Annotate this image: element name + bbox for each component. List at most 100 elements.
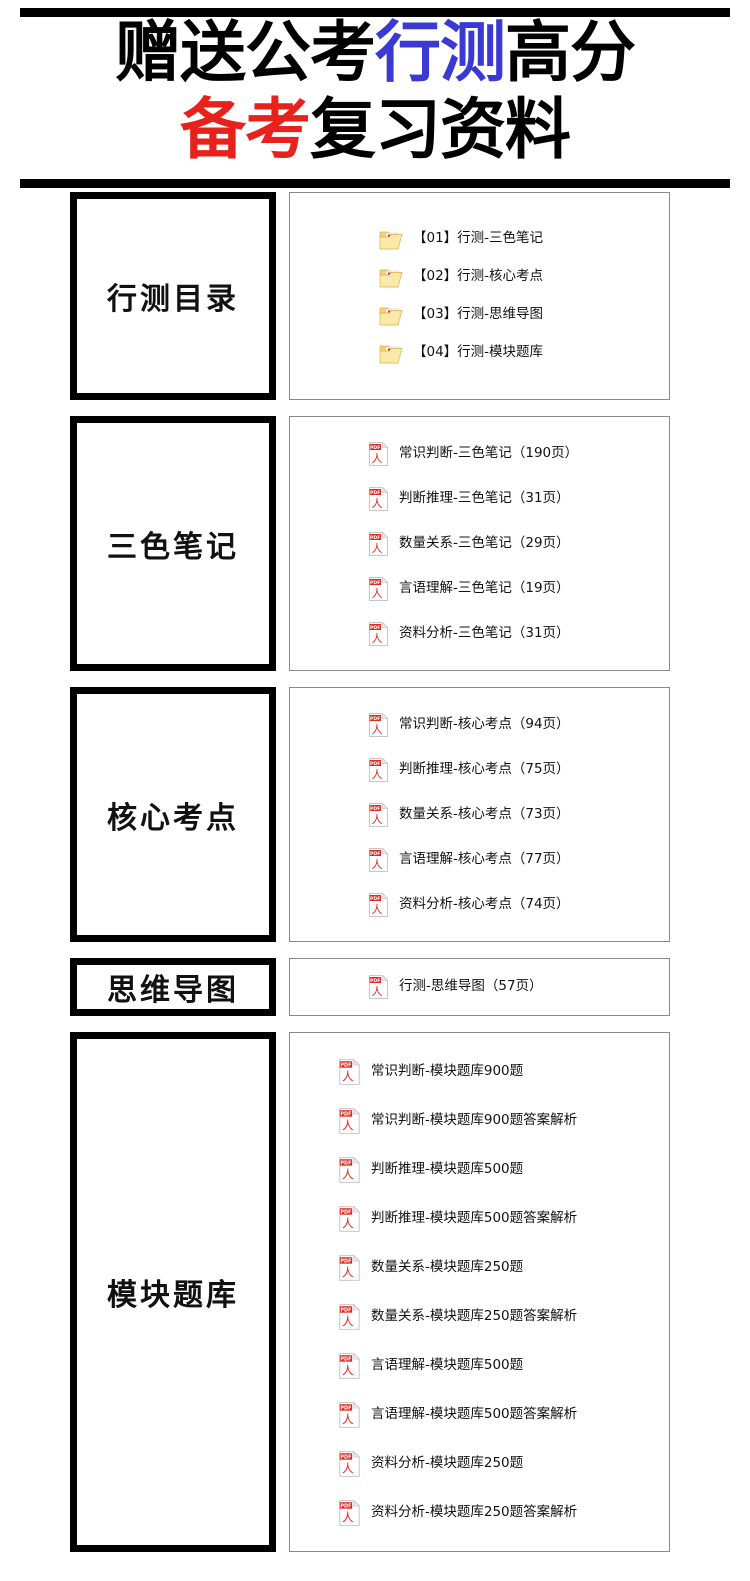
svg-text:PDF: PDF: [340, 1503, 351, 1509]
svg-text:PDF: PDF: [340, 1160, 351, 1166]
list-item-label: 【03】行测-思维导图: [413, 306, 544, 323]
promo-title-seg-5: 复习资料: [310, 91, 571, 168]
svg-text:PDF: PDF: [340, 1209, 351, 1215]
section-label-box-core-points: 核心考点: [70, 687, 276, 942]
list-item[interactable]: PDF 人 言语理解-模块题库500题: [290, 1341, 669, 1390]
section-label-core-points: 核心考点: [107, 800, 239, 836]
svg-text:人: 人: [372, 985, 383, 998]
section-label-box-three-color-notes: 三色笔记: [70, 416, 276, 671]
svg-text:人: 人: [342, 1265, 354, 1279]
folder-pdf-icon: 人: [378, 226, 404, 252]
svg-text:人: 人: [372, 497, 383, 510]
svg-text:人: 人: [342, 1461, 354, 1475]
folder-pdf-icon: 人: [378, 264, 404, 290]
list-item[interactable]: PDF 人 资料分析-模块题库250题答案解析: [290, 1488, 669, 1537]
list-item-label: 数量关系-模块题库250题答案解析: [371, 1307, 578, 1324]
list-item[interactable]: PDF 人 常识判断-模块题库900题: [290, 1047, 669, 1096]
svg-text:人: 人: [342, 1167, 354, 1181]
list-item[interactable]: PDF 人 资料分析-三色笔记（31页）: [290, 611, 669, 656]
pdf-file-icon: PDF 人: [338, 1205, 362, 1233]
section-question-bank: 模块题库 PDF 人 常识判断-模块题库900题: [0, 1032, 750, 1552]
svg-text:PDF: PDF: [340, 1454, 351, 1460]
svg-text:人: 人: [372, 768, 383, 781]
folder-pdf-icon: 人: [378, 302, 404, 328]
svg-text:PDF: PDF: [340, 1062, 351, 1068]
section-label-box-mind-map: 思维导图: [70, 958, 276, 1016]
pdf-file-icon: PDF 人: [368, 576, 390, 602]
list-item[interactable]: PDF 人 判断推理-模块题库500题答案解析: [290, 1194, 669, 1243]
list-item[interactable]: PDF 人 行测-思维导图（57页）: [290, 970, 669, 1004]
list-item[interactable]: PDF 人 判断推理-核心考点（75页）: [290, 747, 669, 792]
pdf-file-icon: PDF 人: [338, 1401, 362, 1429]
list-item[interactable]: PDF 人 判断推理-三色笔记（31页）: [290, 476, 669, 521]
list-item[interactable]: PDF 人 言语理解-三色笔记（19页）: [290, 566, 669, 611]
list-item-label: 判断推理-三色笔记（31页）: [399, 489, 570, 506]
svg-text:PDF: PDF: [370, 896, 380, 902]
svg-text:PDF: PDF: [370, 761, 380, 767]
list-item[interactable]: 人 【02】行测-核心考点: [290, 258, 669, 296]
pdf-file-icon: PDF 人: [368, 802, 390, 828]
svg-text:PDF: PDF: [370, 716, 380, 722]
svg-text:人: 人: [372, 542, 383, 555]
list-item-label: 常识判断-模块题库900题: [371, 1062, 524, 1079]
pdf-file-icon: PDF 人: [338, 1156, 362, 1184]
list-item-label: 言语理解-模块题库500题答案解析: [371, 1405, 578, 1422]
list-item[interactable]: PDF 人 资料分析-核心考点（74页）: [290, 882, 669, 927]
list-item-label: 判断推理-核心考点（75页）: [399, 760, 570, 777]
folder-pdf-icon: 人: [378, 340, 404, 366]
list-item-label: 常识判断-三色笔记（190页）: [399, 444, 579, 461]
svg-text:人: 人: [342, 1118, 354, 1132]
svg-text:人: 人: [342, 1069, 354, 1083]
section-label-three-color-notes: 三色笔记: [107, 529, 239, 565]
section-three-color-notes: 三色笔记 PDF 人 常识判断-三色笔记（190页）: [0, 416, 750, 671]
list-item[interactable]: PDF 人 数量关系-三色笔记（29页）: [290, 521, 669, 566]
svg-text:人: 人: [372, 452, 383, 465]
svg-text:人: 人: [342, 1216, 354, 1230]
promo-title-line-1: 赠送公考行测高分: [0, 14, 750, 91]
svg-text:人: 人: [372, 632, 383, 645]
svg-text:PDF: PDF: [370, 580, 380, 586]
list-item[interactable]: PDF 人 常识判断-三色笔记（190页）: [290, 431, 669, 476]
list-item[interactable]: 人 【04】行测-模块题库: [290, 334, 669, 372]
list-item[interactable]: PDF 人 资料分析-模块题库250题: [290, 1439, 669, 1488]
list-item[interactable]: 人 【03】行测-思维导图: [290, 296, 669, 334]
pdf-file-icon: PDF 人: [368, 441, 390, 467]
pdf-file-icon: PDF 人: [338, 1058, 362, 1086]
list-item[interactable]: PDF 人 言语理解-模块题库500题答案解析: [290, 1390, 669, 1439]
list-item[interactable]: PDF 人 数量关系-模块题库250题答案解析: [290, 1292, 669, 1341]
list-item[interactable]: PDF 人 判断推理-模块题库500题: [290, 1145, 669, 1194]
list-item-label: 资料分析-模块题库250题: [371, 1454, 524, 1471]
svg-text:人: 人: [372, 813, 383, 826]
svg-text:PDF: PDF: [340, 1356, 351, 1362]
list-item[interactable]: PDF 人 数量关系-模块题库250题: [290, 1243, 669, 1292]
pdf-file-icon: PDF 人: [338, 1352, 362, 1380]
list-item[interactable]: 人 【01】行测-三色笔记: [290, 220, 669, 258]
pdf-file-icon: PDF 人: [368, 974, 390, 1000]
file-list-three-color-notes: PDF 人 常识判断-三色笔记（190页） PDF 人 判断推理-三色: [289, 416, 670, 671]
list-item-label: 言语理解-三色笔记（19页）: [399, 579, 570, 596]
list-item[interactable]: PDF 人 言语理解-核心考点（77页）: [290, 837, 669, 882]
list-item-label: 【01】行测-三色笔记: [413, 230, 544, 247]
promo-title-seg-3: 高分: [505, 14, 636, 91]
svg-text:PDF: PDF: [370, 445, 380, 451]
pdf-file-icon: PDF 人: [338, 1450, 362, 1478]
list-item-label: 数量关系-模块题库250题: [371, 1258, 524, 1275]
pdf-file-icon: PDF 人: [338, 1499, 362, 1527]
list-item[interactable]: PDF 人 常识判断-模块题库900题答案解析: [290, 1096, 669, 1145]
list-item-label: 常识判断-模块题库900题答案解析: [371, 1111, 578, 1128]
header-rule-top: [20, 8, 730, 17]
list-item[interactable]: PDF 人 常识判断-核心考点（94页）: [290, 702, 669, 747]
section-label-directory: 行测目录: [107, 282, 239, 317]
pdf-file-icon: PDF 人: [338, 1254, 362, 1282]
section-label-question-bank: 模块题库: [107, 1278, 239, 1313]
section-label-box-directory: 行测目录: [70, 192, 276, 400]
section-label-box-question-bank: 模块题库: [70, 1032, 276, 1552]
list-item-label: 行测-思维导图（57页）: [399, 978, 543, 995]
promo-header: 赠送公考行测高分 备考复习资料: [0, 0, 750, 188]
file-list-directory: 人 【01】行测-三色笔记 人 【02】行测-核心考点: [289, 192, 670, 400]
svg-text:人: 人: [372, 858, 383, 871]
svg-text:PDF: PDF: [370, 535, 380, 541]
svg-text:PDF: PDF: [340, 1307, 351, 1313]
list-item[interactable]: PDF 人 数量关系-核心考点（73页）: [290, 792, 669, 837]
header-rule-bottom: [20, 179, 730, 188]
